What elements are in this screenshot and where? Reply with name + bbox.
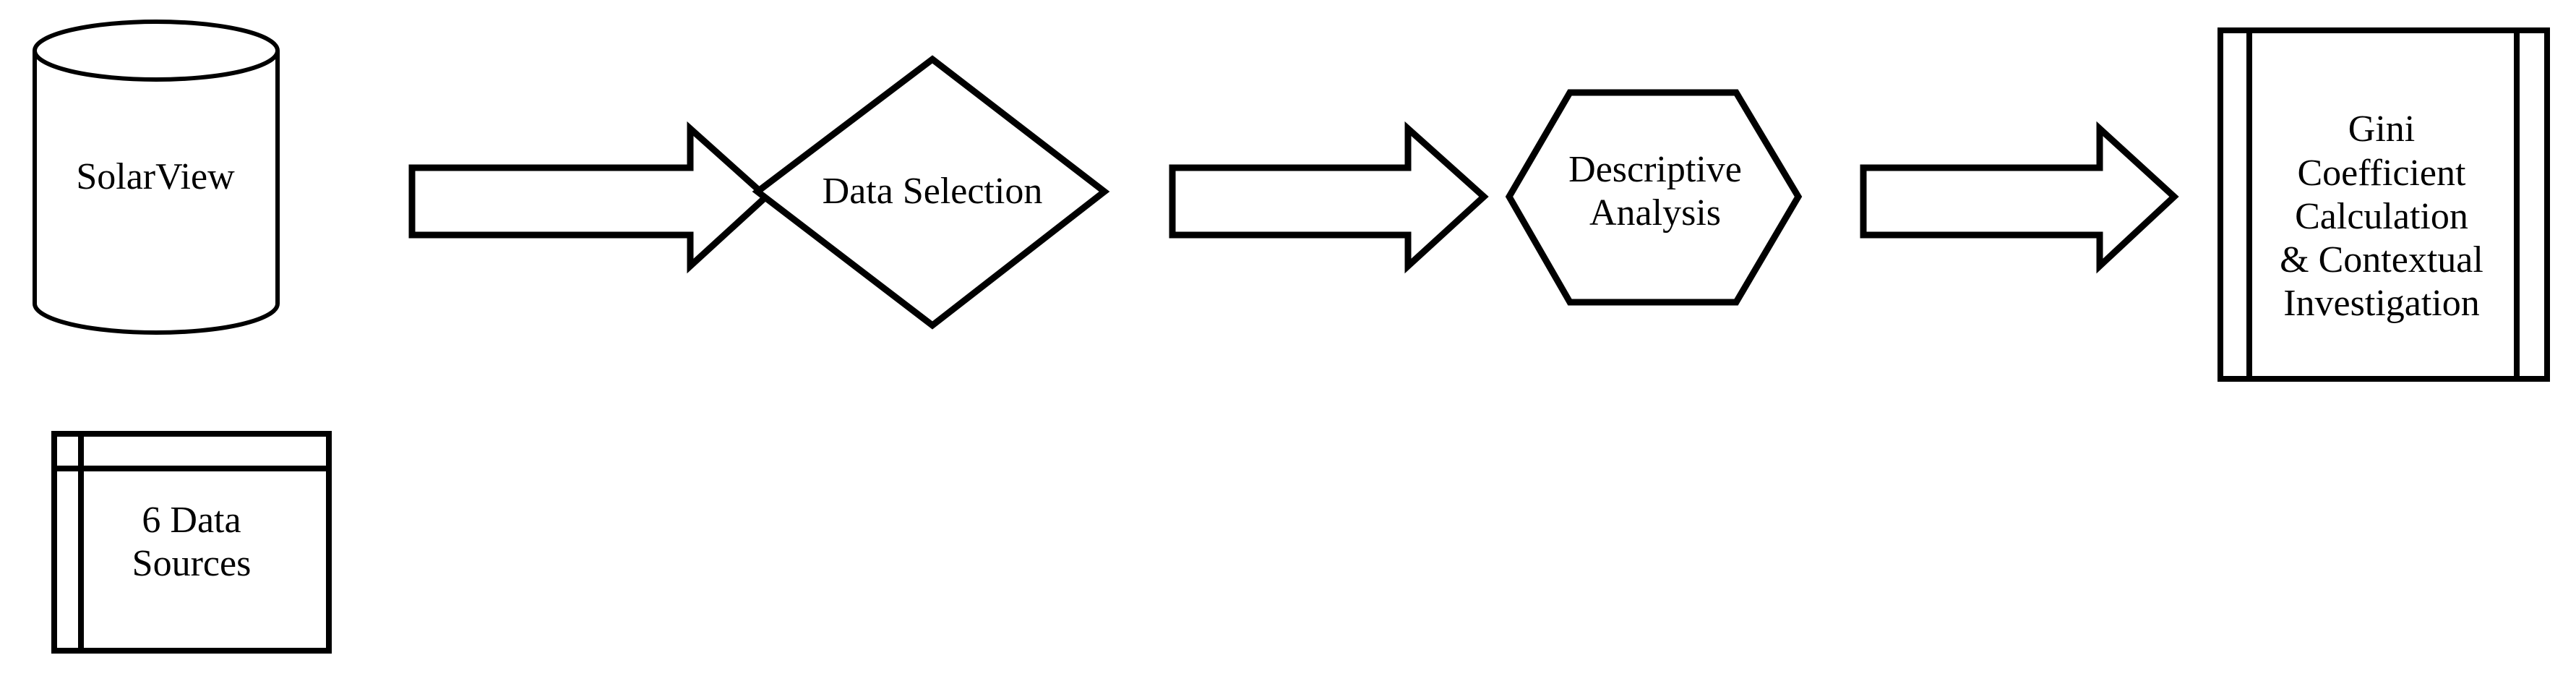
node-data-selection-shape[interactable] (752, 55, 1110, 330)
block-arrow-right-icon (1169, 121, 1489, 274)
decision-icon (752, 55, 1110, 330)
node-descriptive-analysis-shape[interactable] (1505, 89, 1803, 306)
node-data-sources-shape[interactable] (51, 431, 332, 654)
arrow-2 (1169, 121, 1489, 274)
database-icon-top (33, 20, 280, 82)
node-solarview-shape[interactable] (33, 20, 280, 335)
preparation-icon (1505, 89, 1803, 306)
arrow-1 (408, 121, 771, 274)
arrow-3 (1860, 121, 2179, 274)
predefined-process-icon-outline (2217, 27, 2550, 382)
block-arrow-right-icon (408, 121, 771, 274)
node-gini-calculation-shape[interactable] (2217, 27, 2550, 382)
database-icon-body (33, 51, 280, 335)
block-arrow-right-icon (1860, 121, 2179, 274)
